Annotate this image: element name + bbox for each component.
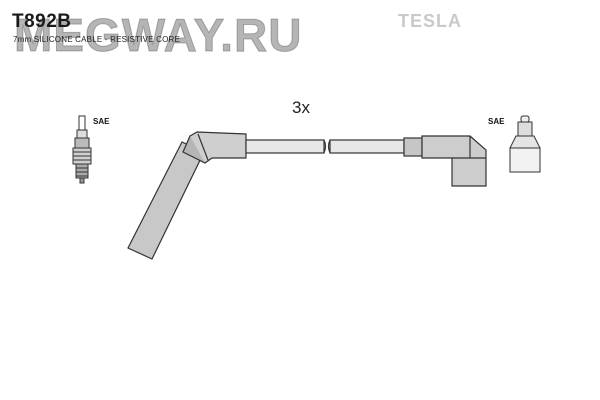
cable-icon (245, 139, 405, 154)
spark-plug-icon (72, 115, 92, 184)
right-terminal-label: SAE (488, 117, 505, 126)
spark-plug-boot-icon (127, 131, 247, 260)
distributor-terminal-icon (509, 115, 541, 173)
brand-logo: TESLA (398, 11, 463, 31)
product-subtitle: 7mm SILICONE CABLE - RESISTIVE CORE (13, 35, 181, 44)
watermark-text: MEGWAY.RU (13, 9, 303, 62)
left-terminal-label: SAE (93, 117, 110, 126)
distributor-boot-icon (403, 135, 487, 187)
part-code: T892B (12, 11, 72, 32)
quantity-label: 3x (292, 98, 310, 117)
